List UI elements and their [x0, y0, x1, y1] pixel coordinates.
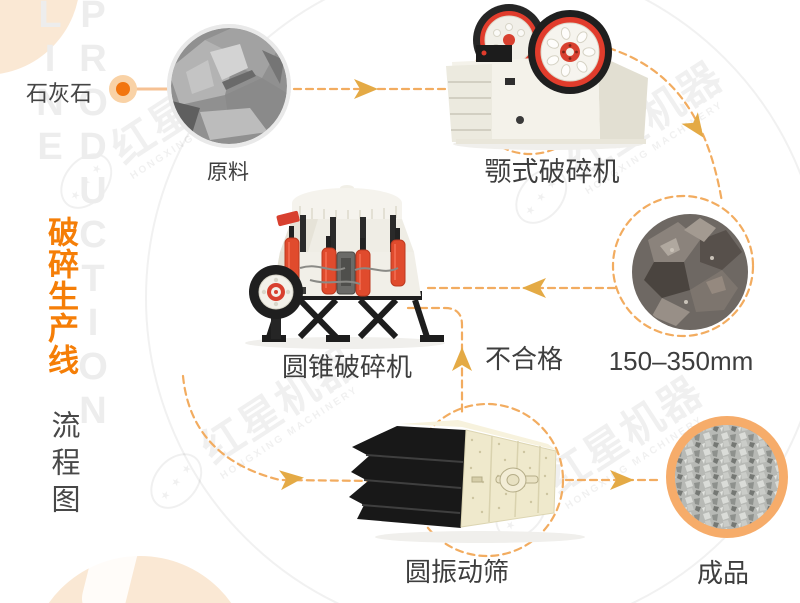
vibrating-screen-label: 圆振动筛 [404, 557, 509, 587]
cone-flywheel [249, 265, 306, 339]
screen-body [460, 429, 557, 528]
arrow-cone-to-screen [279, 470, 304, 491]
raw-material-photo [167, 24, 291, 148]
screen-dashed-circle [409, 402, 565, 558]
arrow-sized-to-cone [522, 278, 546, 298]
sized-dashed-circle [611, 194, 755, 338]
jaw-crusher-illustration [446, 4, 648, 150]
product-label: 成品 [696, 558, 749, 588]
arrow-reject-up [452, 347, 472, 371]
reject-label: 不合格 [484, 344, 563, 374]
sidebar-subtitle: 流程图 [47, 410, 79, 521]
connector-cone-to-screen [181, 374, 378, 483]
arrow-raw-to-jaw [354, 79, 378, 99]
cone-crusher-illustration [245, 185, 445, 349]
cone-crusher-label: 圆锥破碎机 [281, 352, 412, 382]
sized-material-label: 150–350mm [608, 346, 754, 376]
source-dot [116, 82, 130, 96]
connector-jaw-to-sized [583, 40, 724, 204]
jaw-crusher-label: 颚式破碎机 [484, 157, 620, 187]
raw-material-label: 原料 [207, 161, 249, 184]
vertical-watermark-text: PRODUCTION LINE [29, 0, 114, 434]
cone-body [272, 185, 421, 297]
product-photo [666, 416, 788, 538]
vibrating-screen-illustration [349, 420, 585, 543]
arrow-screen-to-product [610, 470, 634, 490]
flow-arrowheads [279, 79, 704, 491]
connector-reject-loop [406, 306, 464, 417]
screen-deck-stack [349, 426, 466, 528]
sized-material-photo [632, 214, 748, 330]
arrow-jaw-to-sized [681, 112, 704, 138]
screen-top-face [400, 420, 556, 450]
source-dot-link [109, 75, 172, 103]
source-material-label: 石灰石 [26, 81, 93, 106]
sidebar-title: 破碎生产线 [43, 216, 78, 376]
jaw-flywheel-front [528, 10, 612, 94]
